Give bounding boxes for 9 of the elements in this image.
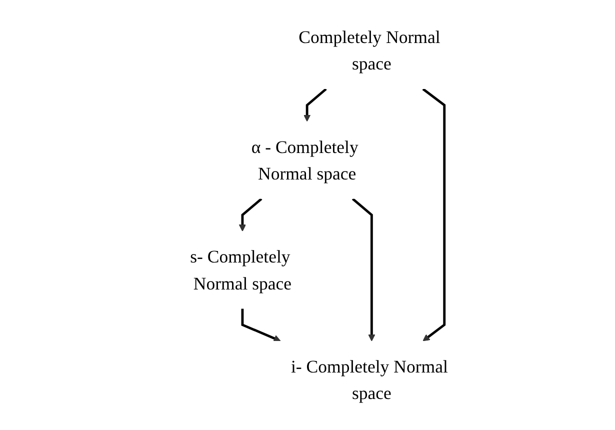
arrow	[422, 88, 446, 342]
node-text: α - Completely Normal space	[252, 136, 359, 184]
node-text: s- Completely Normal space	[190, 246, 292, 294]
node-text: i- Completely Normal space	[291, 356, 448, 404]
arrow	[242, 308, 282, 342]
arrow	[239, 198, 263, 232]
node-text: Completely Normal space	[299, 26, 441, 74]
arrow	[304, 88, 328, 122]
arrow	[352, 198, 376, 342]
